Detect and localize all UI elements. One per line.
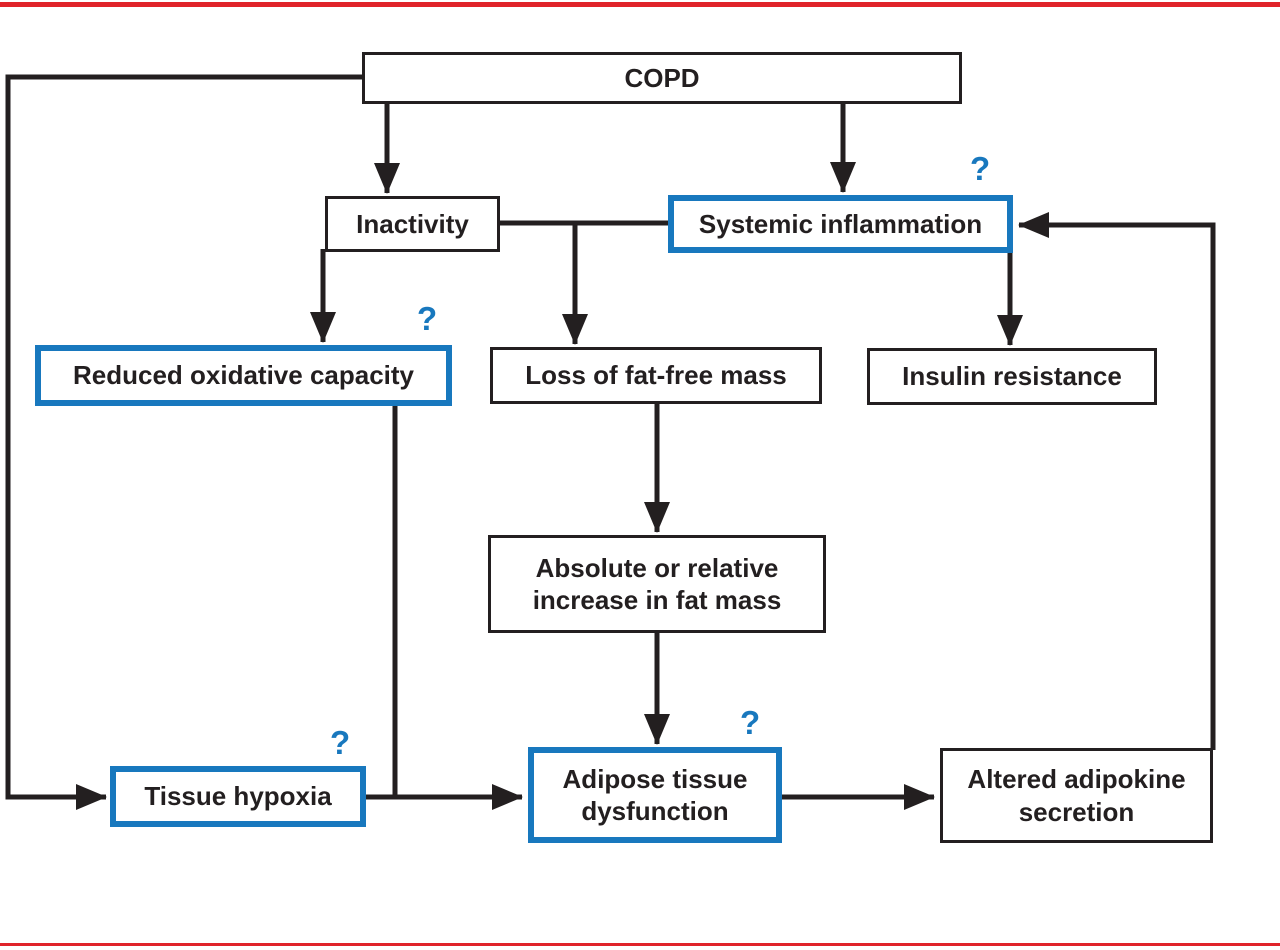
node-insulin-resistance: Insulin resistance — [867, 348, 1157, 405]
node-inactivity: Inactivity — [325, 196, 500, 252]
node-systemic-inflammation: Systemic inflammation — [668, 195, 1013, 253]
node-tissue-hypoxia: Tissue hypoxia — [110, 766, 366, 827]
node-loss-of-fat-free-mass: Loss of fat-free mass — [490, 347, 822, 404]
node-altered-adipokine-secretion: Altered adipokine secretion — [940, 748, 1213, 843]
uncertainty-question-mark-systemic-inflammation: ? — [970, 150, 991, 187]
uncertainty-question-mark-tissue-hypoxia: ? — [330, 724, 351, 761]
node-fat-mass-increase: Absolute or relative increase in fat mas… — [488, 535, 826, 633]
bottom-red-rule — [0, 943, 1280, 946]
arrow-altered-adipokine-to-systemic-inflammation — [1018, 212, 1216, 750]
node-reduced-oxidative-capacity: Reduced oxidative capacity — [35, 345, 452, 406]
uncertainty-question-mark-reduced-oxidative-capacity: ? — [417, 300, 438, 337]
top-red-rule — [0, 2, 1280, 7]
node-adipose-tissue-dysfunction: Adipose tissue dysfunction — [528, 747, 782, 843]
node-copd: COPD — [362, 52, 962, 104]
uncertainty-question-mark-adipose-dysfunction: ? — [740, 704, 761, 741]
arrow-copd-to-tissue-hypoxia — [5, 74, 363, 810]
